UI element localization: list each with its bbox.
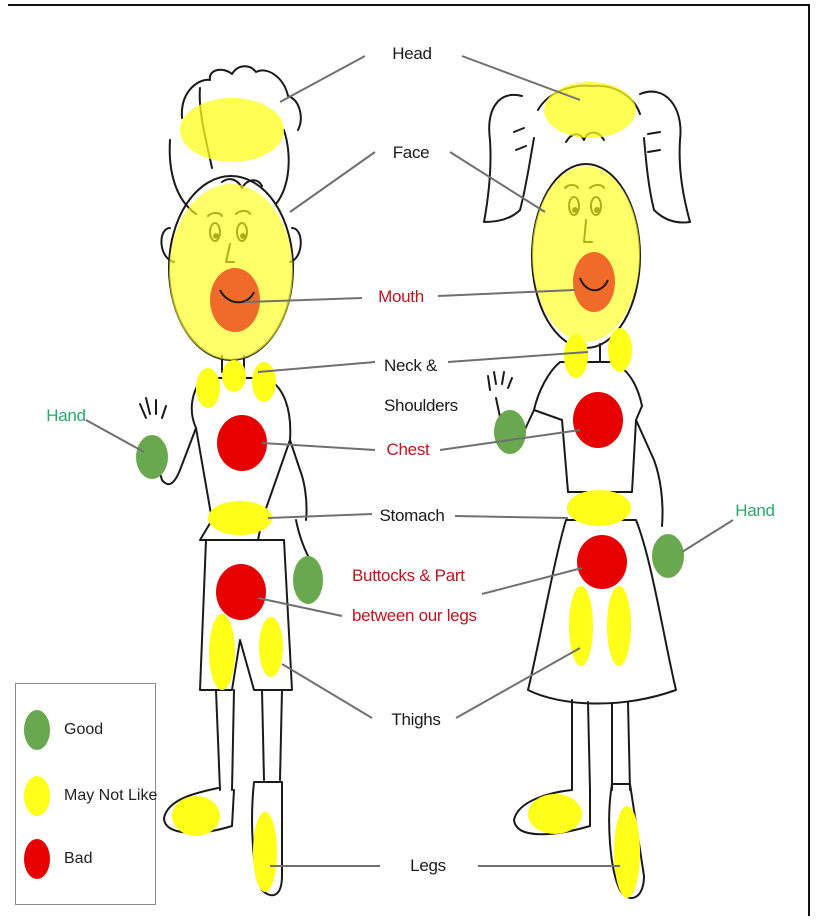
legend-label-may-not-like: May Not Like xyxy=(64,787,157,805)
boy-neck-zone xyxy=(222,360,246,392)
girl-face-zone xyxy=(532,166,640,342)
girl-mouth-zone xyxy=(573,252,615,312)
girl-thigh-right-zone xyxy=(607,586,631,666)
label-shoulders: Shoulders xyxy=(384,395,458,417)
label-hand-right: Hand xyxy=(735,500,774,522)
label-face: Face xyxy=(393,142,430,164)
boy-leg-left-zone xyxy=(172,796,220,836)
girl-shoulder-right-zone xyxy=(608,328,632,372)
label-neck: Neck & xyxy=(384,355,437,377)
legend-item-bad: Bad xyxy=(24,839,92,879)
girl-buttocks-zone xyxy=(577,535,627,589)
boy-zones xyxy=(136,98,323,892)
boy-shoulder-left-zone xyxy=(196,368,220,408)
legend-item-good: Good xyxy=(24,710,103,750)
boy-stomach-zone xyxy=(208,501,272,535)
girl-stomach-zone xyxy=(567,490,631,526)
label-buttocks: Buttocks & Part xyxy=(352,565,465,587)
label-head: Head xyxy=(392,43,431,65)
girl-shoulder-left-zone xyxy=(564,334,588,378)
girl-head-zone xyxy=(544,82,636,138)
legend-swatch-bad xyxy=(24,839,50,879)
boy-leg-right-zone xyxy=(253,812,277,892)
legend-swatch-may-not-like xyxy=(24,776,50,816)
label-mouth: Mouth xyxy=(378,286,424,308)
label-thighs: Thighs xyxy=(391,709,440,731)
boy-chest-zone xyxy=(217,415,267,471)
boy-head-zone xyxy=(180,98,284,162)
boy-mouth-zone xyxy=(210,268,260,332)
boy-hand-right-zone xyxy=(293,556,323,604)
legend: Good May Not Like Bad xyxy=(15,683,156,905)
boy-thigh-right-zone xyxy=(259,617,283,677)
label-hand-left: Hand xyxy=(46,405,85,427)
girl-thigh-left-zone xyxy=(569,586,593,666)
boy-shoulder-right-zone xyxy=(252,362,276,402)
legend-label-bad: Bad xyxy=(64,850,92,868)
label-stomach: Stomach xyxy=(380,505,445,527)
legend-label-good: Good xyxy=(64,721,103,739)
boy-buttocks-zone xyxy=(216,564,266,620)
legend-swatch-good xyxy=(24,710,50,750)
girl-leg-left-zone xyxy=(528,794,582,834)
label-legs: Legs xyxy=(410,855,446,877)
girl-leg-right-zone xyxy=(614,806,640,898)
girl-hand-right-zone xyxy=(652,534,684,578)
label-chest: Chest xyxy=(387,439,430,461)
legend-item-may-not-like: May Not Like xyxy=(24,776,157,816)
girl-hand-left-zone xyxy=(494,410,526,454)
girl-chest-zone xyxy=(573,392,623,448)
boy-hand-left-zone xyxy=(136,435,168,479)
label-between-legs: between our legs xyxy=(352,605,477,627)
boy-thigh-left-zone xyxy=(209,614,235,690)
